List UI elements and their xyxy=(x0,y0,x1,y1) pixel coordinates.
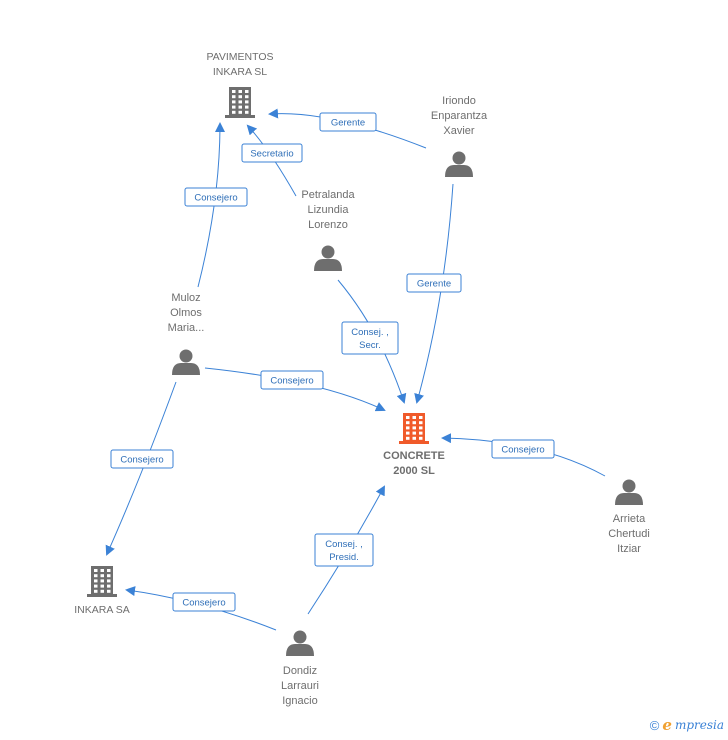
edge-label-petralanda-to-concrete[interactable]: Consej. , Secr. xyxy=(341,321,399,355)
person-icon xyxy=(314,245,342,271)
node-label: Arrieta xyxy=(613,513,646,525)
edge-label-arrieta-to-concrete[interactable]: Consejero xyxy=(491,439,555,459)
edge-label-iriondo-to-concrete[interactable]: Gerente xyxy=(406,273,462,293)
node-label: Lizundia xyxy=(308,204,350,216)
copyright-symbol: © xyxy=(649,717,660,733)
edge-label-box xyxy=(184,187,248,207)
edge-label-dondiz-to-concrete[interactable]: Consej. , Presid. xyxy=(314,533,374,567)
edge-label-dondiz-to-inkara[interactable]: Consejero xyxy=(172,592,236,612)
edge-label-text: Consejero xyxy=(270,376,313,387)
node-label: Muloz xyxy=(171,292,200,304)
edge-label-box xyxy=(260,370,324,390)
node-label: Ignacio xyxy=(282,695,317,707)
person-icon xyxy=(172,349,200,375)
edge-iriondo-to-concrete xyxy=(414,183,454,404)
node-label: Chertudi xyxy=(608,528,650,540)
brand-logo-text: mpresia xyxy=(674,718,724,732)
edge-label-muloz-to-concrete[interactable]: Consejero xyxy=(260,370,324,390)
person-icon xyxy=(286,630,314,656)
node-muloz[interactable]: MulozOlmosMaria... xyxy=(168,292,205,375)
edge-label-muloz-to-pavimentos[interactable]: Consejero xyxy=(184,187,248,207)
edge-label-text: Gerente xyxy=(417,279,451,290)
edge-label-muloz-to-inkara[interactable]: Consejero xyxy=(110,449,174,469)
edge-label-box xyxy=(319,112,377,132)
edge-label-box xyxy=(341,321,399,355)
edge-label-text: Consejero xyxy=(501,445,544,456)
node-pavimentos[interactable]: PAVIMENTOS INKARA SL xyxy=(206,51,274,118)
building-icon xyxy=(225,87,255,118)
node-inkara[interactable]: INKARA SA xyxy=(74,566,130,616)
node-label: Lorenzo xyxy=(308,219,348,231)
node-label: 2000 SL xyxy=(393,465,435,477)
edge-label-iriondo-to-pavimentos[interactable]: Gerente xyxy=(319,112,377,132)
edge-label-text: Consej. , xyxy=(325,539,363,550)
node-label: PAVIMENTOS xyxy=(206,51,273,63)
edge-label-text: Secretario xyxy=(250,149,293,160)
node-label: Enparantza xyxy=(431,110,488,122)
building-icon xyxy=(399,413,429,444)
edge-label-box xyxy=(314,533,374,567)
node-label: Dondiz xyxy=(283,665,317,677)
edge-label-box xyxy=(110,449,174,469)
edge-label-box xyxy=(406,273,462,293)
node-label: INKARA SL xyxy=(213,66,267,78)
edge-label-text: Consejero xyxy=(120,455,163,466)
edge-label-box xyxy=(241,143,303,163)
node-label: CONCRETE xyxy=(383,450,445,462)
edge-label-text: Presid. xyxy=(329,552,359,563)
edge-label-text: Gerente xyxy=(331,118,365,129)
person-icon xyxy=(445,151,473,177)
node-label: Itziar xyxy=(617,543,641,555)
node-label: Xavier xyxy=(443,125,475,137)
brand-logo-initial: e xyxy=(662,716,672,734)
edge-label-text: Secr. xyxy=(359,340,381,351)
edge-label-box xyxy=(491,439,555,459)
edge-label-text: Consejero xyxy=(194,193,237,204)
node-label: Petralanda xyxy=(301,189,355,201)
node-label: Olmos xyxy=(170,307,202,319)
node-label: Iriondo xyxy=(442,95,476,107)
edge-label-petralanda-to-pavimentos[interactable]: Secretario xyxy=(241,143,303,163)
person-icon xyxy=(615,479,643,505)
edge-label-box xyxy=(172,592,236,612)
node-label: Maria... xyxy=(168,322,205,334)
node-label: Larrauri xyxy=(281,680,319,692)
edge-label-text: Consejero xyxy=(182,598,225,609)
node-concrete[interactable]: CONCRETE 2000 SL xyxy=(383,413,445,477)
edge-muloz-to-inkara xyxy=(105,381,177,556)
building-icon xyxy=(87,566,117,597)
node-label: INKARA SA xyxy=(74,604,129,616)
edge-label-text: Consej. , xyxy=(351,327,389,338)
